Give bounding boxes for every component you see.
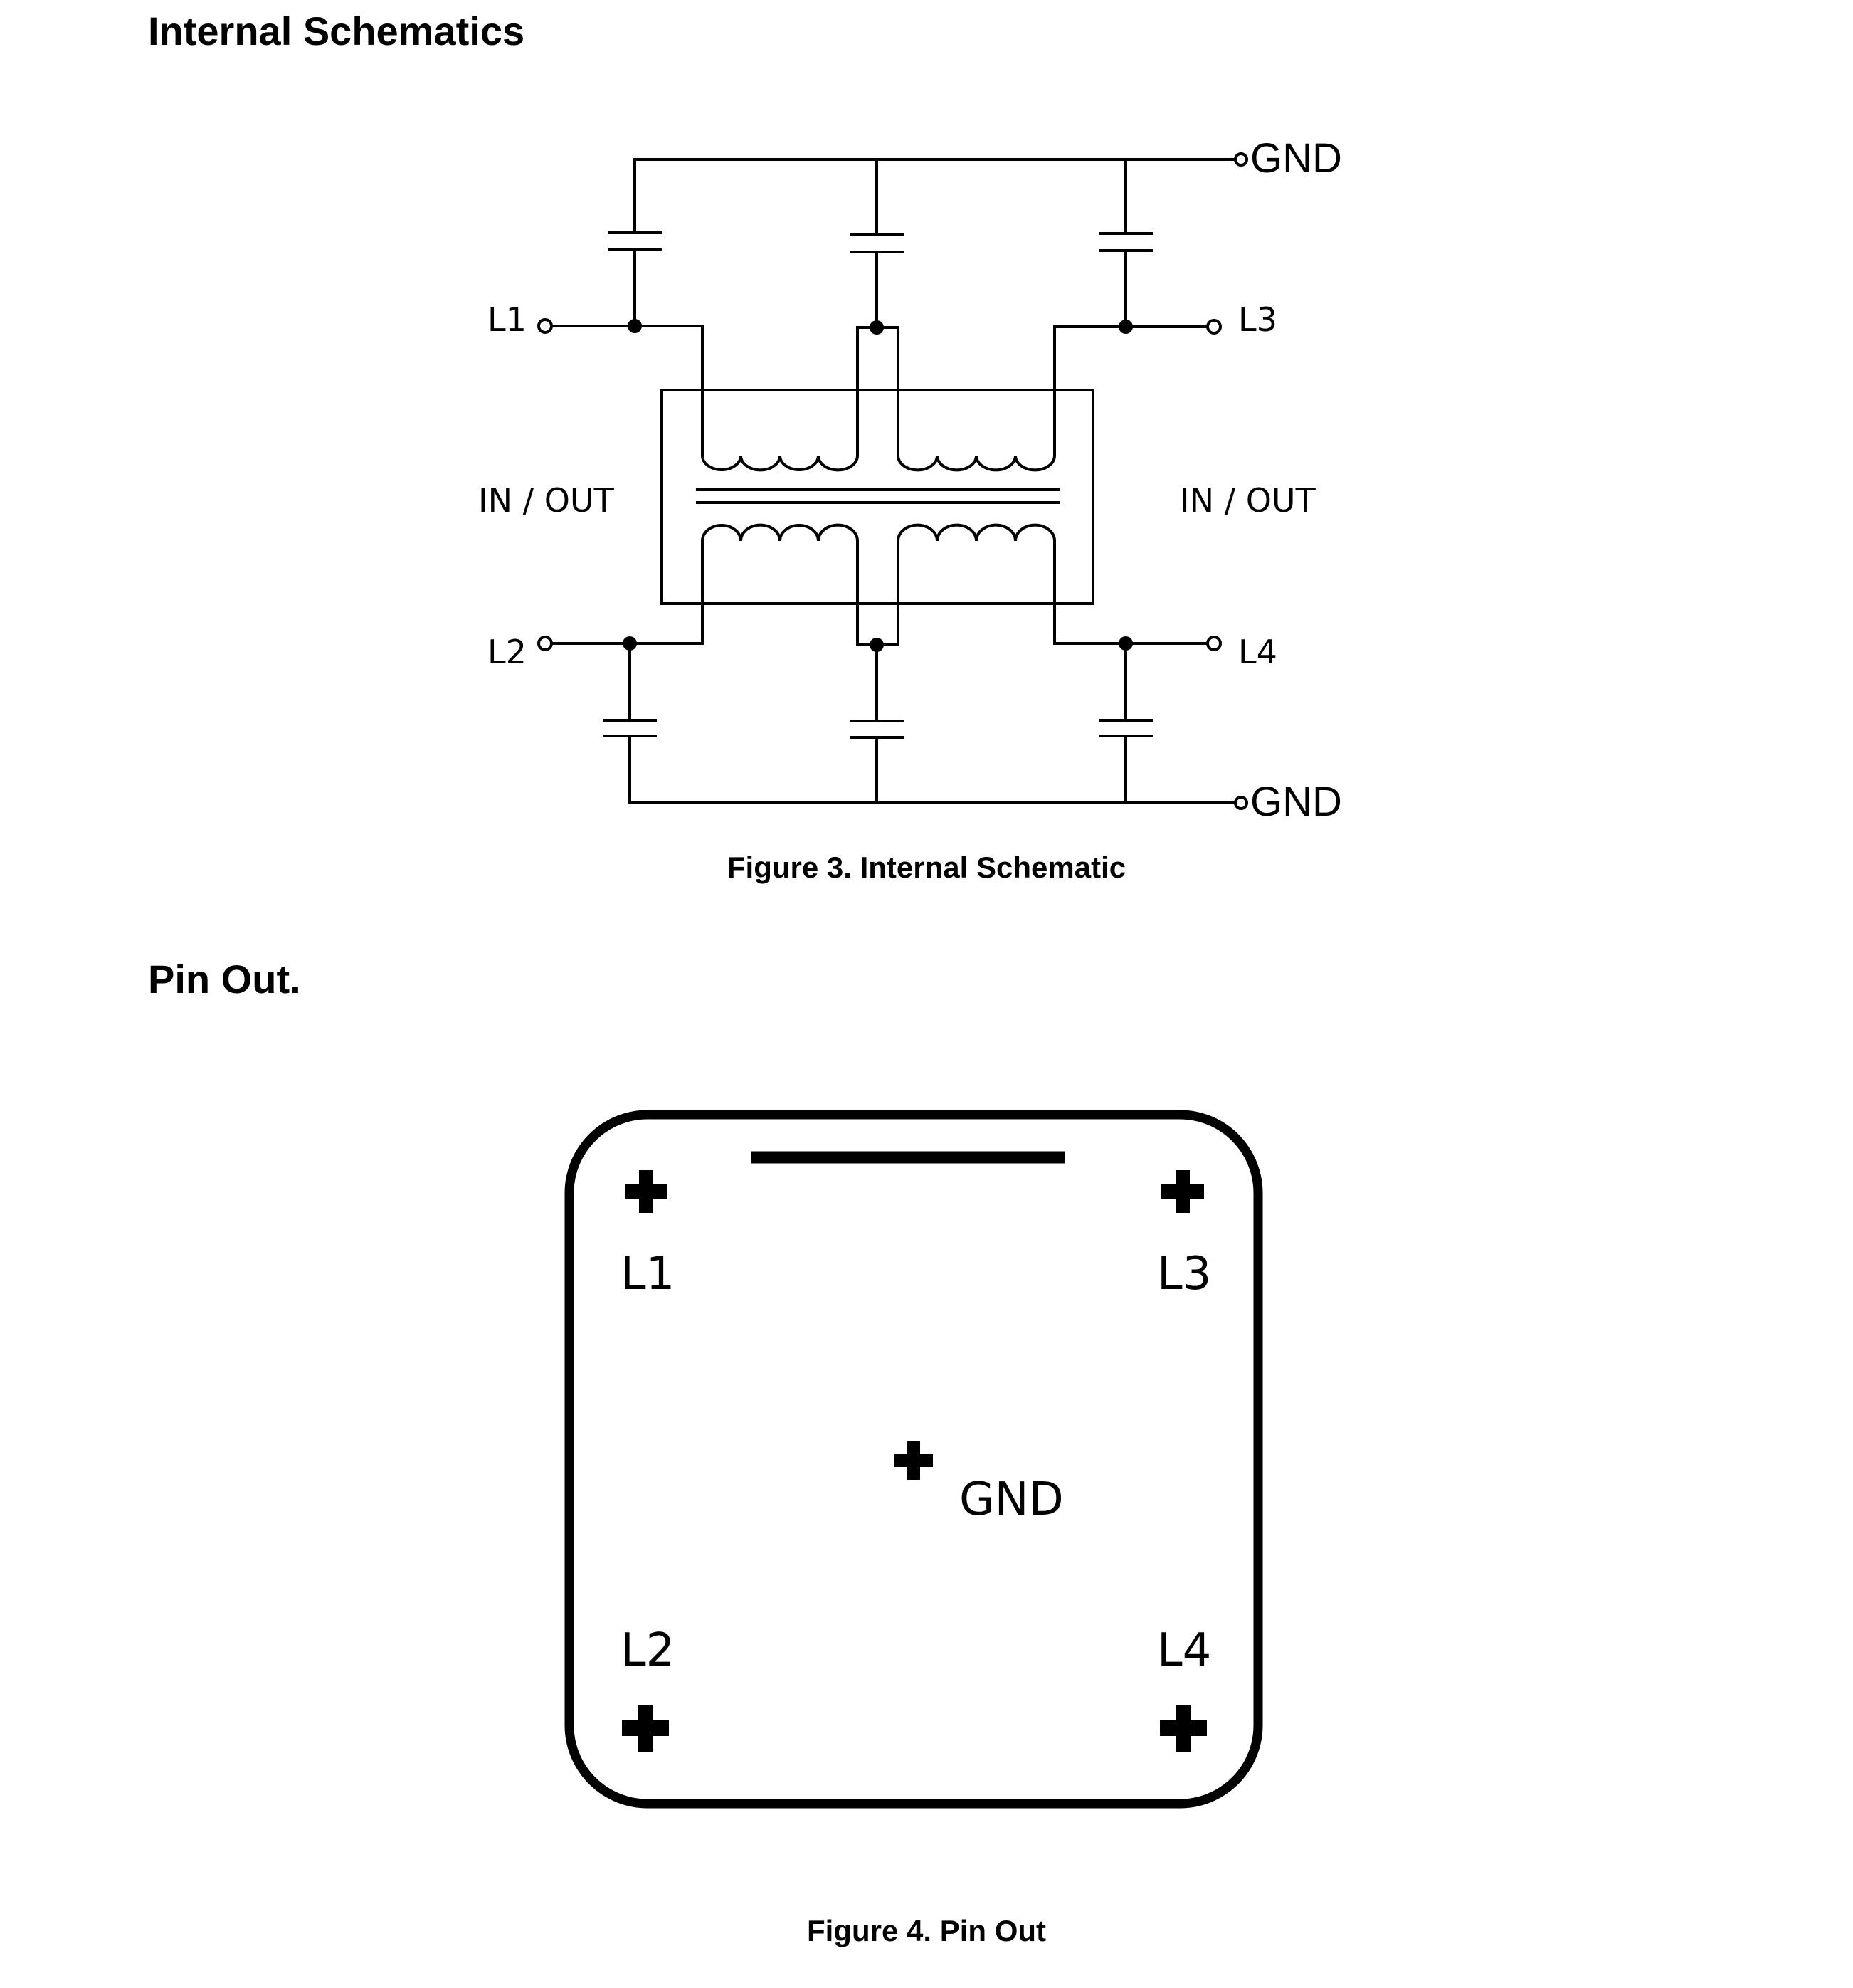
capacitor-top-right	[1099, 158, 1153, 328]
pin-marker-l2	[622, 1705, 669, 1752]
terminal-l2	[537, 636, 553, 651]
capacitor-top-left	[608, 158, 662, 327]
winding-bottom-right	[897, 523, 1056, 605]
label-gnd-bottom: GND	[1250, 779, 1342, 825]
pin-label-l1: L1	[621, 1248, 675, 1300]
junction-dot	[870, 638, 884, 652]
label-l1: L1	[487, 300, 527, 339]
terminal-gnd-bottom	[1234, 796, 1248, 810]
winding-top-left	[701, 389, 859, 472]
wire-middle-top	[856, 326, 899, 391]
pin-marker-l3	[1161, 1170, 1204, 1213]
junction-dot	[870, 320, 884, 335]
pin-out-diagram: L1 L3 GND L2 L4	[564, 1110, 1263, 1809]
internal-schematic-diagram: GND GND L1 L2 L3 L4 IN / OUT IN / OUT	[478, 135, 1342, 825]
pin-label-l3: L3	[1157, 1248, 1211, 1300]
label-l4: L4	[1238, 633, 1277, 671]
terminal-l1	[537, 318, 553, 334]
winding-top-right	[897, 389, 1056, 472]
label-gnd-top: GND	[1250, 135, 1342, 182]
choke-housing	[660, 389, 1094, 605]
junction-dot	[623, 636, 637, 651]
capacitor-top-middle	[850, 158, 904, 329]
pin-label-l2: L2	[621, 1624, 675, 1677]
pin-label-gnd: GND	[959, 1473, 1064, 1526]
capacitor-bottom-right	[1099, 642, 1153, 804]
package-outline	[564, 1110, 1263, 1809]
section-heading-pin-out: Pin Out.	[148, 957, 301, 1001]
section-heading-internal-schematics: Internal Schematics	[148, 9, 525, 53]
junction-dot	[1119, 320, 1133, 334]
pin-marker-l4	[1160, 1705, 1207, 1752]
terminal-gnd-top	[1234, 152, 1248, 167]
junction-dot	[628, 319, 642, 333]
terminal-l3	[1206, 319, 1222, 335]
label-io-right: IN / OUT	[1180, 481, 1316, 520]
label-io-left: IN / OUT	[478, 481, 615, 520]
junction-dot	[1119, 636, 1133, 651]
label-l2: L2	[487, 633, 527, 671]
winding-bottom-left	[701, 523, 859, 605]
capacitor-bottom-left	[603, 642, 657, 804]
terminal-l4	[1206, 636, 1222, 651]
label-l3: L3	[1238, 300, 1277, 339]
figure-caption-pin-out: Figure 4. Pin Out	[806, 1914, 1047, 1947]
capacitor-bottom-middle	[850, 643, 904, 804]
pin-label-l4: L4	[1157, 1624, 1211, 1677]
pin-marker-gnd	[894, 1441, 933, 1480]
figure-caption-schematic: Figure 3. Internal Schematic	[727, 851, 1126, 884]
pin-marker-l1	[625, 1170, 667, 1213]
